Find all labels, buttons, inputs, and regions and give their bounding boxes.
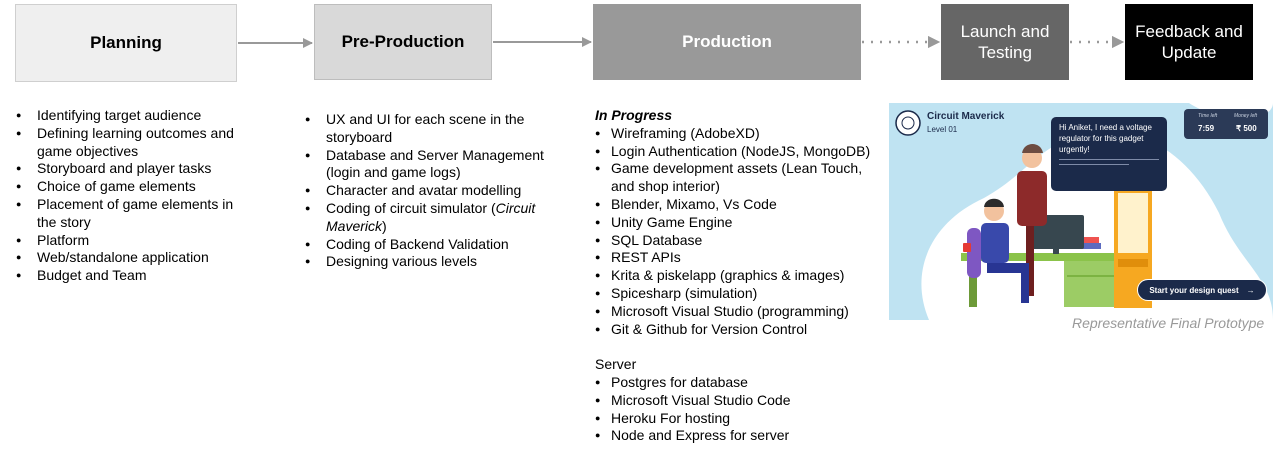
list-item: Budget and Team [16, 267, 256, 285]
stage-connectors [238, 35, 1125, 49]
game-level: Level 01 [927, 125, 958, 134]
list-item: SQL Database [595, 232, 885, 250]
speech-text: Hi Aniket, I need a voltage regulator fo… [1059, 123, 1152, 154]
logo-icon [895, 110, 921, 136]
list-item: REST APIs [595, 249, 885, 267]
stage-label: Pre-Production [341, 32, 465, 51]
time-left-label: Time left [1198, 113, 1218, 119]
item-text: Coding of circuit simulator ( [326, 199, 496, 216]
list-item: Designing various levels [305, 253, 565, 271]
item-text-italic: Circuit Maverick [326, 199, 536, 234]
hud-panel: Time left 7:59 Money left ₹ 500 [1184, 109, 1268, 139]
list-item: Identifying target audience [16, 107, 256, 125]
list-item: Game development assets (Lean Touch, and… [595, 160, 885, 196]
stage-label: Planning [90, 33, 162, 52]
list-item: Coding of circuit simulator (Circuit Mav… [305, 200, 565, 236]
list-item: Unity Game Engine [595, 214, 885, 232]
list-item: UX and UI for each scene in the storyboa… [305, 111, 565, 147]
stage-label: Launch and Testing [960, 22, 1050, 62]
prototype-screenshot: Circuit Maverick Level 01 Time left 7:59… [889, 103, 1273, 320]
list-item: Placement of game elements in the story [16, 196, 256, 232]
list-item: Database and Server Management (login an… [305, 147, 565, 183]
list-item: Blender, Mixamo, Vs Code [595, 196, 885, 214]
list-item: Platform [16, 232, 256, 250]
production-details: In Progress Wireframing (AdobeXD) Login … [595, 107, 885, 445]
item-text: ) [382, 217, 387, 234]
in-progress-heading: In Progress [595, 107, 673, 123]
list-item: Defining learning outcomes and game obje… [16, 125, 256, 161]
stage-planning: Planning [15, 4, 237, 82]
time-left-value: 7:59 [1198, 124, 1215, 133]
list-item: Character and avatar modelling [305, 182, 565, 200]
stage-label: Feedback and Update [1135, 22, 1243, 62]
money-left-label: Money left [1234, 113, 1258, 119]
in-progress-list: Wireframing (AdobeXD) Login Authenticati… [595, 125, 885, 339]
start-quest-button[interactable]: Start your design quest → [1137, 279, 1267, 301]
bubble-line [1059, 159, 1159, 160]
speech-bubble: Hi Aniket, I need a voltage regulator fo… [1051, 117, 1167, 191]
list-item: Git & Github for Version Control [595, 321, 885, 339]
arrow-right-icon: → [1246, 285, 1255, 295]
list-item: Storyboard and player tasks [16, 160, 256, 178]
list-item: Login Authentication (NodeJS, MongoDB) [595, 143, 885, 161]
list-item: Node and Express for server [595, 427, 885, 445]
list-item: Postgres for database [595, 374, 885, 392]
list-item: Coding of Backend Validation [305, 236, 565, 254]
planning-list: Identifying target audience Defining lea… [16, 107, 256, 285]
server-heading: Server [595, 356, 637, 373]
list-item: Krita & piskelapp (graphics & images) [595, 267, 885, 285]
list-item: Web/standalone application [16, 249, 256, 267]
bubble-line [1059, 164, 1129, 165]
list-item: Choice of game elements [16, 178, 256, 196]
stage-pre-production: Pre-Production [314, 4, 492, 80]
list-item: Wireframing (AdobeXD) [595, 125, 885, 143]
money-left-value: ₹ 500 [1236, 124, 1257, 133]
quest-button-label: Start your design quest [1149, 285, 1239, 295]
server-list: Postgres for database Microsoft Visual S… [595, 374, 885, 445]
stage-production: Production [593, 4, 861, 80]
list-item: Microsoft Visual Studio (programming) [595, 303, 885, 321]
list-item: Spicesharp (simulation) [595, 285, 885, 303]
preproduction-list: UX and UI for each scene in the storyboa… [305, 111, 565, 271]
list-item: Microsoft Visual Studio Code [595, 392, 885, 410]
game-title: Circuit Maverick [927, 111, 1005, 122]
prototype-caption: Representative Final Prototype [1072, 315, 1265, 331]
stage-launch-and-testing: Launch and Testing [941, 4, 1069, 80]
list-item: Heroku For hosting [595, 410, 885, 428]
stage-label: Production [682, 32, 772, 51]
stage-feedback-and-update: Feedback and Update [1125, 4, 1253, 80]
